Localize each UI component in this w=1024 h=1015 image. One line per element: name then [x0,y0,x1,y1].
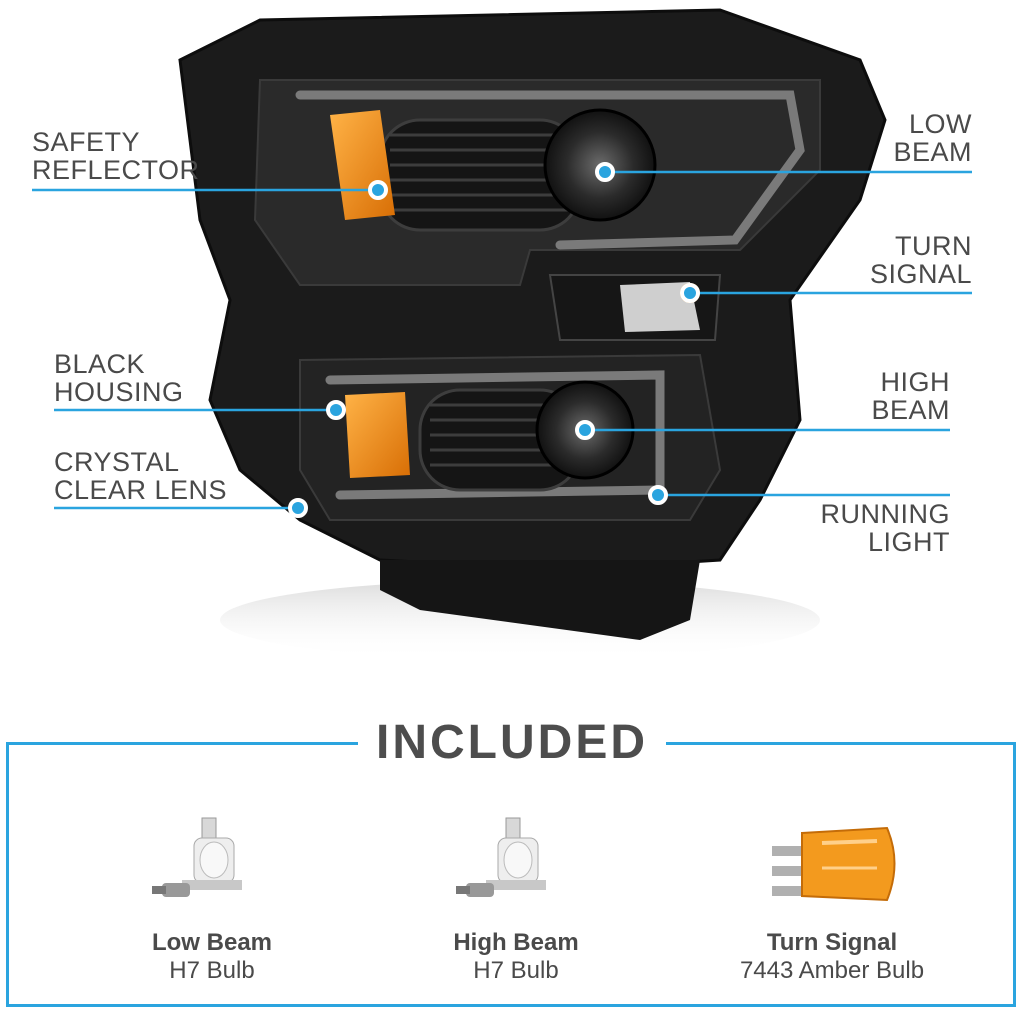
h7-bulb-icon [456,817,546,897]
crystal-clear-lens-label: CRYSTAL CLEAR LENS [54,447,228,505]
running-light-dot [648,485,668,505]
turn-signal-dot [680,283,700,303]
crystal-clear-lens-dot [288,498,308,518]
safety-reflector-dot [368,180,388,200]
headlight-image [32,8,972,660]
high-beam-label: HIGH BEAM [871,367,950,425]
item-sub: H7 Bulb [473,957,559,984]
included-box [6,742,1016,1007]
included-title: INCLUDED [0,715,1024,770]
high-beam-dot [575,420,595,440]
included-item-low-beam: Low Beam H7 Bulb [62,808,362,985]
item-name: Turn Signal [766,929,898,956]
safety-reflector-label: SAFETY REFLECTOR [32,127,200,185]
included-item-high-beam: High Beam H7 Bulb [366,808,666,985]
included-top-line-left [6,742,358,745]
item-sub: H7 Bulb [169,957,255,984]
item-name: High Beam [453,929,579,956]
item-name: Low Beam [151,929,273,956]
black-housing-label: BLACK HOUSING [54,349,184,407]
running-light-label: RUNNING LIGHT [820,499,950,557]
amber-wedge-bulb-icon [772,826,896,902]
item-sub: 7443 Amber Bulb [739,957,925,984]
turn-signal-label: TURN SIGNAL [869,231,972,289]
low-beam-dot [595,162,615,182]
included-item-turn-signal: Turn Signal 7443 Amber Bulb [682,808,982,985]
low-beam-label: LOW BEAM [893,109,972,167]
h7-bulb-icon [152,817,242,897]
black-housing-dot [326,400,346,420]
included-top-line-right [664,742,1016,745]
